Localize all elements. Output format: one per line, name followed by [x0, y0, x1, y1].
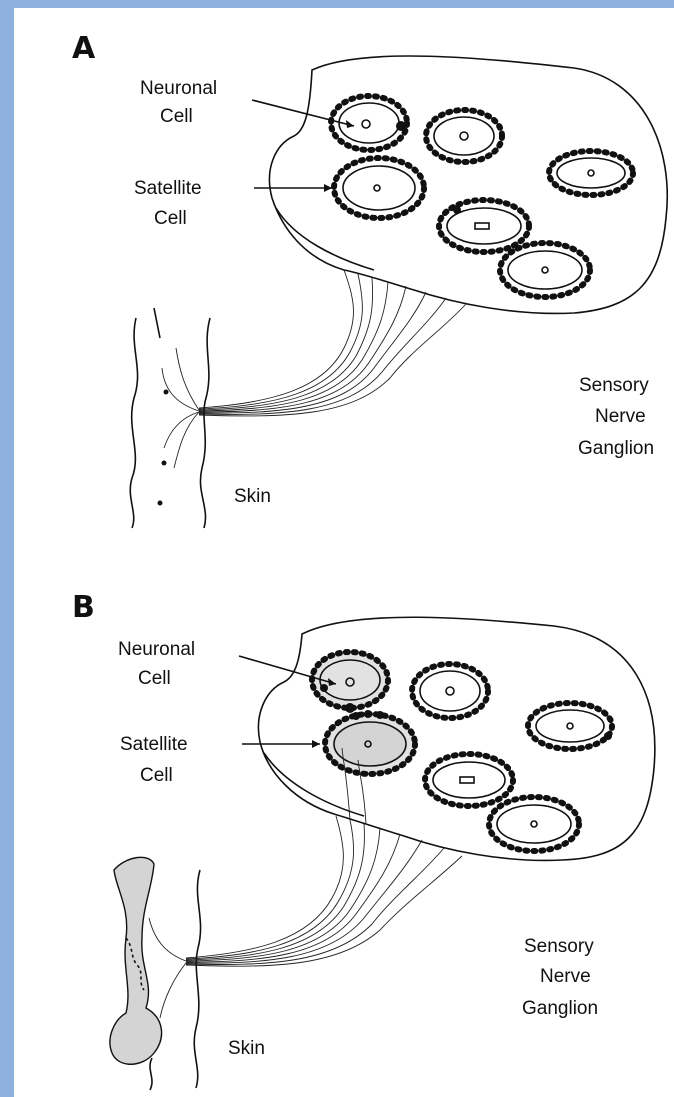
panel-a-satellite-label-2: Cell — [154, 208, 187, 229]
ganglion-diagram: A — [14, 8, 674, 1097]
panel-a-cell — [426, 110, 502, 162]
panel-a-cell — [500, 243, 590, 297]
panel-b-neuronal-label-2: Cell — [138, 668, 171, 689]
panel-a-satellite-label-1: Satellite — [134, 178, 202, 199]
panel-a-cells — [331, 96, 633, 297]
panel-a-ganglion-label-1: Sensory — [579, 375, 649, 396]
panel-b-neuronal-cell — [312, 652, 388, 713]
panel-a: A — [72, 31, 667, 528]
panel-b-ganglion-label-3: Ganglion — [522, 998, 598, 1019]
panel-b-satellite-label-2: Cell — [140, 765, 173, 786]
panel-b-cell — [425, 754, 513, 806]
panel-b-nerve-bundle — [149, 748, 462, 1018]
panel-b-skin-label: Skin — [228, 1038, 265, 1059]
panel-b-satellite-label-1: Satellite — [120, 734, 188, 755]
panel-b-cell — [412, 664, 488, 718]
panel-b-letter: B — [72, 590, 95, 625]
panel-b-cell — [528, 703, 612, 749]
panel-b-skin — [110, 857, 201, 1090]
panel-a-cell — [549, 151, 633, 195]
panel-a-ganglion-label-3: Ganglion — [578, 438, 654, 459]
panel-a-satellite-cell — [334, 158, 424, 218]
panel-a-letter: A — [72, 31, 96, 66]
panel-b-neuronal-label-1: Neuronal — [118, 639, 195, 660]
panel-a-cell — [439, 200, 529, 252]
panel-b-cell — [489, 797, 579, 851]
panel-b-ganglion-label-1: Sensory — [524, 936, 594, 957]
panel-a-ganglion-label-2: Nerve — [595, 406, 646, 427]
panel-b-skin-shaded-area — [110, 857, 162, 1064]
panel-b-satellite-cell — [325, 710, 415, 774]
diagram-canvas: A — [14, 8, 674, 1097]
panel-a-neuronal-label-1: Neuronal — [140, 78, 217, 99]
panel-a-nerve-bundle — [162, 270, 466, 468]
panel-a-skin-label: Skin — [234, 486, 271, 507]
panel-b: B — [72, 590, 655, 1090]
panel-a-skin — [130, 308, 210, 528]
panel-a-neuronal-label-2: Cell — [160, 106, 193, 127]
panel-b-ganglion-label-2: Nerve — [540, 966, 591, 987]
